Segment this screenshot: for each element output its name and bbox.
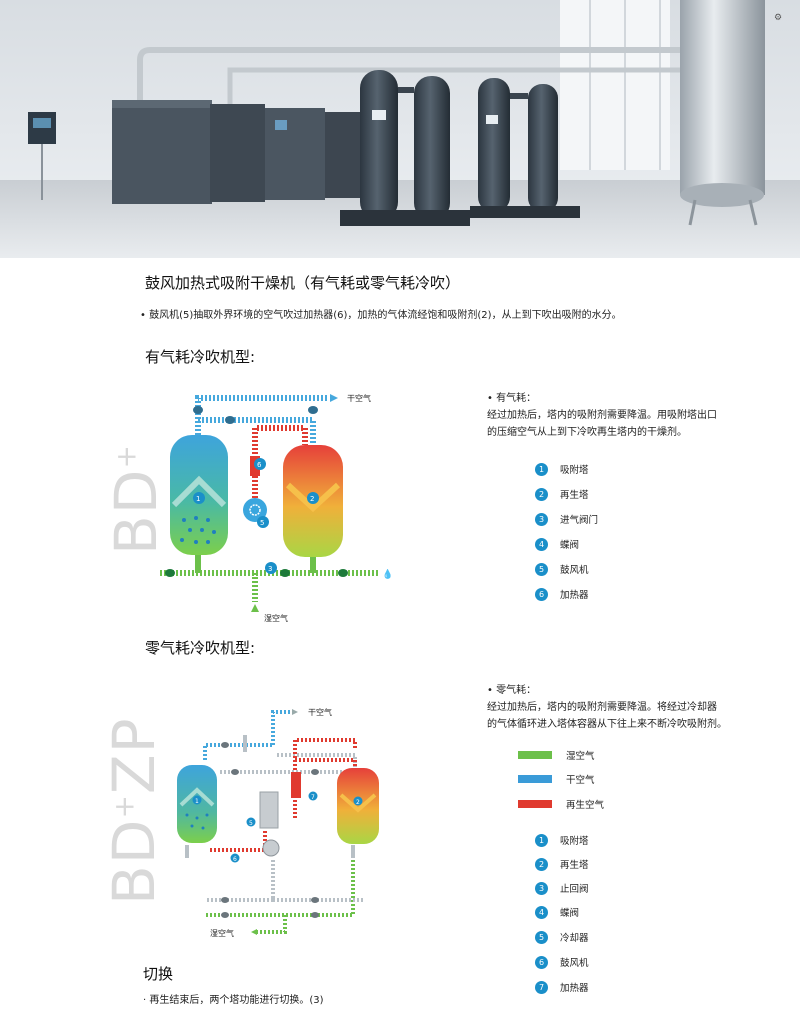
legend-label: 蝶阀 (560, 908, 580, 919)
legend-label: 再生塔 (560, 860, 589, 871)
legend-number-badge: 2 (535, 487, 548, 501)
legend-number-badge: 2 (535, 857, 548, 871)
legend-label: 吸附塔 (560, 836, 589, 847)
zp-legend-item: 5 冷却器 (535, 930, 589, 944)
color-legend-label: 干空气 (566, 775, 595, 786)
zp-wet-air-label: 湿空气 (210, 928, 234, 938)
legend-number-badge: 5 (535, 930, 548, 944)
legend-number-badge: 6 (535, 955, 548, 969)
zp-description: • 零气耗： 经过加热后，塔内的吸附剂需要降温。将经过冷却器 的气体循环进入塔体… (487, 682, 727, 733)
color-legend-item: 湿空气 (518, 748, 595, 762)
legend-label: 鼓风机 (560, 565, 589, 576)
legend-label: 加热器 (560, 983, 589, 994)
intro-bullet: • 鼓风机(5)抽取外界环境的空气吹过加热器(6)，加热的气体流经饱和吸附剂(2… (140, 306, 622, 321)
svg-text:5: 5 (249, 820, 253, 827)
legend-label: 加热器 (560, 590, 589, 601)
zp-desc-line1: 经过加热后，塔内的吸附剂需要降温。将经过冷却器 (487, 702, 717, 713)
legend-number-badge: 6 (535, 587, 548, 601)
bd-heading: 有气耗冷吹机型: (145, 348, 256, 366)
legend-label: 止回阀 (560, 884, 589, 895)
zp-side-tail: ZP (100, 717, 168, 795)
zp-side-label: BD+ZP (100, 717, 168, 905)
zp-legend-item: 7 加热器 (535, 980, 589, 994)
bd-legend-item: 1 吸附塔 (535, 462, 589, 476)
legend-label: 进气阀门 (560, 515, 599, 526)
bd-legend-item: 3 进气阀门 (535, 512, 598, 526)
legend-number-badge: 3 (535, 512, 548, 526)
color-legend-item: 再生空气 (518, 797, 604, 811)
zp-heading: 零气耗冷吹机型: (145, 639, 256, 657)
switch-bullet: · 再生结束后，两个塔功能进行切换。(3) (143, 995, 324, 1006)
bd-desc-head: • 有气耗： (487, 393, 537, 404)
bd-legend-item: 4 蝶阀 (535, 537, 579, 551)
bd-desc-line2: 的压缩空气从上到下冷吹再生塔内的干燥剂。 (487, 427, 687, 438)
svg-text:1: 1 (196, 495, 200, 503)
hero-photo: ⚙ (0, 0, 800, 258)
bd-side-sup: + (109, 444, 143, 469)
main-title: 鼓风加热式吸附干燥机（有气耗或零气耗冷吹） (145, 274, 461, 292)
legend-number-badge: 1 (535, 462, 548, 476)
svg-text:7: 7 (311, 794, 315, 801)
legend-label: 再生塔 (560, 490, 589, 501)
legend-number-badge: 3 (535, 881, 548, 895)
bd-legend-item: 2 再生塔 (535, 487, 589, 501)
bd-dry-air-label: 干空气 (347, 393, 371, 403)
zp-dry-air-label: 干空气 (308, 707, 332, 717)
bd-flow-diagram: 干空气 6 5 1 2 3 💧 湿空气 (160, 393, 393, 623)
zp-legend-item: 6 鼓风机 (535, 955, 589, 969)
svg-text:2: 2 (356, 799, 360, 806)
legend-label: 蝶阀 (560, 540, 580, 551)
zp-legend-item: 2 再生塔 (535, 857, 589, 871)
svg-text:5: 5 (260, 519, 264, 527)
legend-number-badge: 1 (535, 833, 548, 847)
wet-air-swatch (518, 751, 552, 759)
bd-legend-item: 5 鼓风机 (535, 562, 589, 576)
legend-label: 冷却器 (560, 933, 589, 944)
color-legend-label: 湿空气 (566, 751, 595, 762)
svg-text:6: 6 (257, 461, 262, 469)
zp-legend-item: 4 蝶阀 (535, 905, 579, 919)
bd-legend-item: 6 加热器 (535, 587, 589, 601)
zp-flow-diagram: 干空气 7 5 6 1 2 湿空气 (177, 707, 379, 938)
svg-text:3: 3 (268, 565, 272, 573)
legend-number-badge: 5 (535, 562, 548, 576)
bd-desc-line1: 经过加热后，塔内的吸附剂需要降温。用吸附塔出口 (487, 410, 717, 421)
zp-desc-head: • 零气耗： (487, 685, 537, 696)
svg-text:2: 2 (310, 495, 314, 503)
zp-side-text: BD (100, 818, 168, 905)
legend-label: 鼓风机 (560, 958, 589, 969)
legend-label: 吸附塔 (560, 465, 589, 476)
regen-air-swatch (518, 800, 552, 808)
zp-legend-item: 1 吸附塔 (535, 833, 589, 847)
zp-legend-item: 3 止回阀 (535, 881, 589, 895)
zp-side-sup: + (107, 794, 141, 819)
svg-text:💧: 💧 (382, 568, 393, 580)
svg-text:6: 6 (233, 856, 237, 863)
legend-number-badge: 4 (535, 537, 548, 551)
zp-desc-line2: 的气体循环进入塔体容器从下往上来不断冷吹吸附剂。 (487, 719, 727, 730)
switch-heading: 切换 (143, 965, 174, 983)
color-legend-item: 干空气 (518, 772, 595, 786)
legend-number-badge: 7 (535, 980, 548, 994)
zp-regeneration-tower-2 (337, 768, 379, 844)
intro-bullet-text: 鼓风机(5)抽取外界环境的空气吹过加热器(6)，加热的气体流经饱和吸附剂(2)，… (149, 310, 622, 321)
bd-wet-air-label: 湿空气 (264, 613, 288, 623)
dry-air-swatch (518, 775, 552, 783)
bullet-dot: • (140, 310, 150, 321)
legend-number-badge: 4 (535, 905, 548, 919)
bd-description: • 有气耗： 经过加热后，塔内的吸附剂需要降温。用吸附塔出口 的压缩空气从上到下… (487, 390, 717, 441)
svg-text:⚙: ⚙ (774, 13, 782, 23)
svg-text:1: 1 (195, 798, 199, 805)
color-legend-label: 再生空气 (566, 800, 605, 811)
